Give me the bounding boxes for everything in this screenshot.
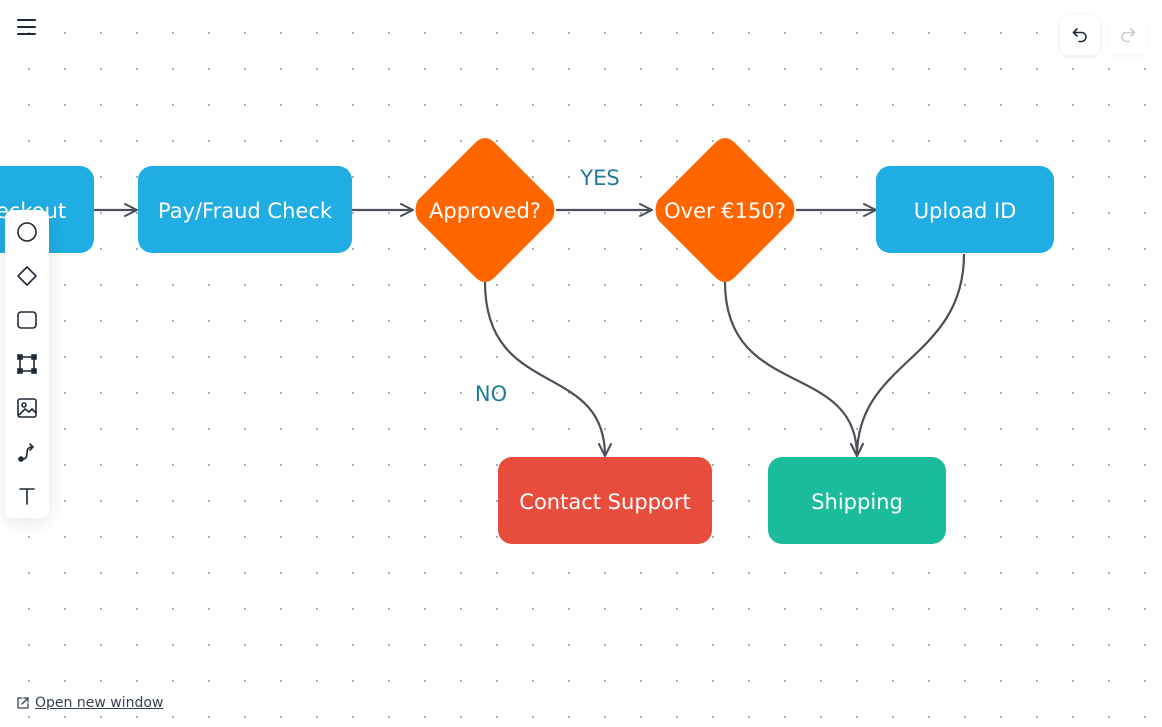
node-over-150-label: Over €150? [664, 199, 786, 223]
node-contact-support-shape [498, 457, 712, 544]
history-controls [1060, 15, 1148, 55]
connector-tool[interactable] [9, 430, 45, 474]
edge-label-yes: YES [579, 166, 619, 190]
edge-over150-shipping[interactable] [723, 281, 864, 457]
text-tool[interactable] [9, 474, 45, 518]
diamond-tool[interactable] [9, 254, 45, 298]
image-tool[interactable] [9, 386, 45, 430]
node-upload-id-shape [876, 166, 1054, 253]
edge-upload-shipping[interactable] [850, 253, 966, 457]
node-approved-label: Approved? [429, 199, 541, 223]
node-pay-fraud-check-label: Pay/Fraud Check [158, 199, 333, 223]
node-approved[interactable]: Approved? [415, 138, 555, 282]
circle-tool[interactable] [9, 210, 45, 254]
node-shipping-label: Shipping [811, 490, 903, 514]
node-contact-support-label: Contact Support [519, 490, 690, 514]
hamburger-line [17, 26, 36, 28]
redo-button[interactable] [1108, 15, 1148, 55]
node-shipping[interactable]: Shipping [768, 457, 946, 544]
undo-button[interactable] [1060, 15, 1100, 55]
open-new-window-link[interactable]: Open new window [16, 695, 163, 711]
rectangle-tool[interactable] [9, 298, 45, 342]
node-upload-id[interactable]: Upload ID [876, 166, 1054, 253]
rectangle-icon [17, 311, 37, 329]
shape-toolbar [5, 210, 49, 518]
node-contact-support[interactable]: Contact Support [498, 457, 712, 544]
connector-icon [18, 443, 34, 462]
diamond-icon [17, 266, 37, 286]
edges [94, 203, 966, 457]
node-pay-fraud-check[interactable]: Pay/Fraud Check [138, 166, 352, 253]
text-icon [19, 488, 35, 505]
hamburger-line [17, 19, 36, 21]
menu-button[interactable] [14, 14, 40, 40]
external-link-icon [17, 697, 29, 709]
circle-icon [17, 222, 37, 242]
hamburger-line [17, 33, 36, 35]
redo-icon [1121, 28, 1136, 43]
node-upload-id-label: Upload ID [914, 199, 1017, 223]
undo-icon [1072, 28, 1087, 43]
edge-label-no: NO [475, 382, 507, 406]
frame-tool[interactable] [9, 342, 45, 386]
node-over-150[interactable]: Over €150? [655, 138, 795, 282]
node-over-150-shape [655, 138, 795, 282]
open-new-window-label: Open new window [35, 695, 164, 711]
node-approved-shape [415, 138, 555, 282]
node-shipping-shape [768, 457, 946, 544]
frame-icon [17, 354, 37, 374]
edge-approved-support[interactable] [483, 281, 612, 457]
node-pay-fraud-check-shape [138, 166, 352, 253]
image-icon [17, 398, 37, 418]
